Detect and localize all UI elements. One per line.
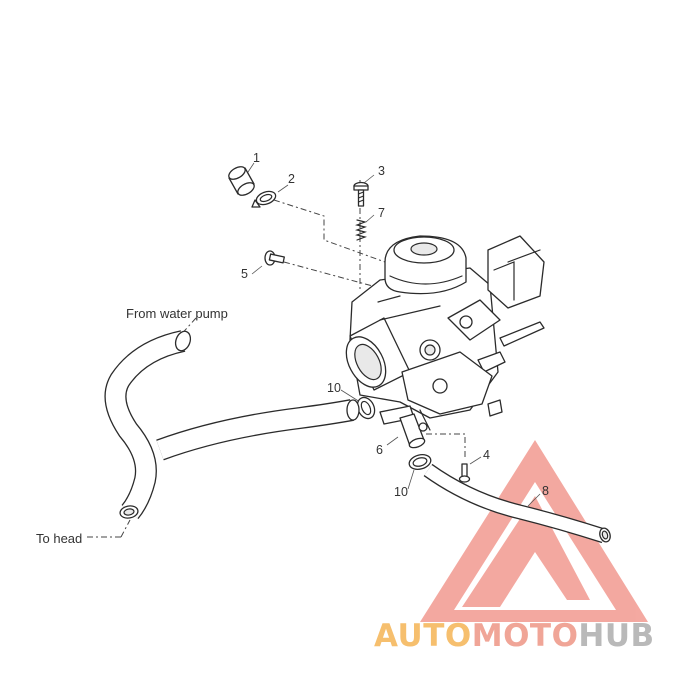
callout-5: 5	[241, 267, 248, 281]
callout-1: 1	[253, 151, 260, 165]
part-7-spring	[354, 219, 368, 241]
to-head-label: To head	[36, 531, 83, 546]
callout-8: 8	[542, 484, 549, 498]
part-2-clamp	[251, 190, 277, 208]
watermark-text-moto: MOTO	[471, 618, 579, 654]
callout-10-upper: 10	[327, 381, 341, 395]
watermark-logo	[420, 440, 648, 622]
from-water-pump-label: From water pump	[126, 306, 228, 321]
callout-2: 2	[288, 172, 295, 186]
part-10-clamp-upper	[356, 396, 376, 420]
coolant-hose	[104, 330, 360, 520]
part-4-screw	[458, 463, 471, 483]
watermark-text-auto: AUTO	[374, 618, 472, 654]
part-1-cap	[228, 166, 255, 196]
watermark-text: AUTOMOTOHUB	[374, 618, 655, 654]
part-6-elbow	[379, 405, 428, 449]
part-8-hose	[423, 463, 611, 544]
watermark-text-hub: HUB	[578, 618, 655, 654]
callout-10-lower: 10	[394, 485, 408, 499]
part-10-clamp-lower	[408, 454, 432, 470]
callout-6: 6	[376, 443, 383, 457]
callout-3: 3	[378, 164, 385, 178]
callout-numbers: 1 2 3 4 5 6 7 8 10 10	[241, 151, 549, 499]
part-3-screw	[353, 181, 369, 207]
callout-4: 4	[483, 448, 490, 462]
callout-7: 7	[378, 206, 385, 220]
carburetor	[345, 235, 545, 431]
part-5-screw	[264, 250, 285, 266]
